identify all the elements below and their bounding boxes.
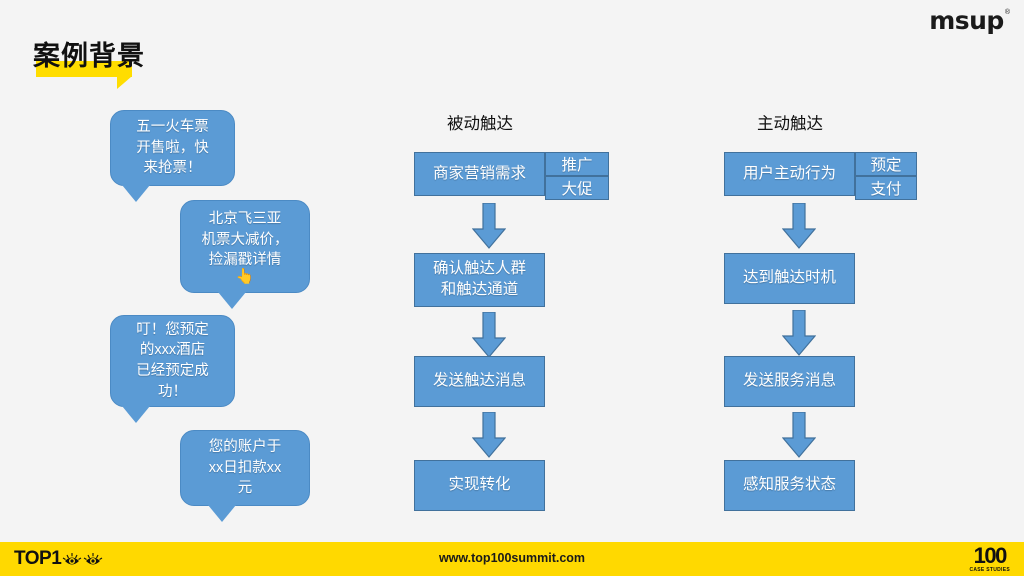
arrow-active-3 (782, 412, 816, 458)
flow-box-active-4-text: 感知服务状态 (742, 476, 836, 494)
side-box-active-booking: 预定 (855, 152, 917, 176)
arrow-active-2 (782, 310, 816, 356)
flow-box-passive-3: 发送触达消息 (414, 356, 545, 407)
arrow-passive-3 (472, 412, 506, 458)
top100-logo-text: TOP1 (14, 547, 62, 569)
case-studies-logo: 100 CASE STUDIES (969, 545, 1010, 573)
side-box-passive-promotion: 推广 (545, 152, 609, 176)
top100-logo: TOP1 (14, 548, 104, 568)
speech-bubble-2-tail (218, 292, 246, 309)
speech-bubble-3-text: 叮！您预定 的xxx酒店 已经预定成 功！ (136, 321, 209, 400)
speech-bubble-3-tail (122, 406, 150, 423)
flow-box-passive-4: 实现转化 (414, 460, 545, 511)
flow-box-passive-1-text: 商家营销需求 (432, 164, 526, 182)
flow-box-active-1: 用户主动行为 (724, 152, 855, 196)
title-highlight-band (36, 61, 132, 77)
flow-box-active-1-text: 用户主动行为 (742, 164, 836, 182)
speech-bubble-2-text: 北京飞三亚 机票大减价， 捡漏戳详情 (201, 211, 289, 269)
arrow-passive-1 (472, 203, 506, 249)
page-title: 案例背景 (33, 40, 145, 89)
page-title-text: 案例背景 (33, 41, 145, 71)
flow-box-passive-1: 商家营销需求 (414, 152, 545, 196)
flow-box-passive-2-text: 确认触达人群 和触达通道 (432, 260, 526, 298)
flow-box-passive-3-text: 发送触达消息 (432, 372, 526, 390)
msup-logo-text: msup (929, 6, 1004, 35)
eyes-icon (62, 553, 103, 565)
flow-box-active-2-text: 达到触达时机 (742, 269, 836, 287)
msup-logo: msup ® (929, 8, 1010, 33)
case-studies-logo-subtitle: CASE STUDIES (969, 567, 1010, 573)
speech-bubble-3: 叮！您预定 的xxx酒店 已经预定成 功！ (110, 315, 235, 407)
title-highlight-tail (117, 77, 131, 89)
flow-box-active-3-text: 发送服务消息 (742, 372, 836, 390)
speech-bubble-1: 五一火车票 开售啦，快 来抢票！ (110, 110, 235, 186)
registered-trademark-icon: ® (1004, 9, 1010, 16)
flow-box-active-3: 发送服务消息 (724, 356, 855, 407)
speech-bubble-2: 北京飞三亚 机票大减价， 捡漏戳详情 👆 (180, 200, 310, 293)
speech-bubble-4-tail (208, 505, 236, 522)
speech-bubble-4-text: 您的账户于 xx日扣款xx 元 (208, 439, 282, 497)
side-box-passive-bigsale: 大促 (545, 176, 609, 200)
case-studies-logo-number: 100 (973, 543, 1008, 568)
speech-bubble-1-tail (122, 185, 150, 202)
flow-box-passive-2: 确认触达人群 和触达通道 (414, 253, 545, 307)
speech-bubble-1-text: 五一火车票 开售啦，快 来抢票！ (136, 119, 209, 177)
side-box-active-payment: 支付 (855, 176, 917, 200)
flow-box-passive-4-text: 实现转化 (448, 476, 511, 494)
speech-bubble-4: 您的账户于 xx日扣款xx 元 (180, 430, 310, 506)
flow-box-active-4: 感知服务状态 (724, 460, 855, 511)
pointing-hand-icon: 👆 (235, 267, 255, 285)
flow-box-active-2: 达到触达时机 (724, 253, 855, 304)
arrow-active-1 (782, 203, 816, 249)
footer-bar: TOP1 www.top100summit.com 100 CASE STUDI… (0, 542, 1024, 576)
footer-url[interactable]: www.top100summit.com (438, 551, 586, 565)
column-heading-passive: 被动触达 (447, 115, 513, 133)
column-heading-active: 主动触达 (757, 115, 823, 133)
arrow-passive-2 (472, 312, 506, 358)
